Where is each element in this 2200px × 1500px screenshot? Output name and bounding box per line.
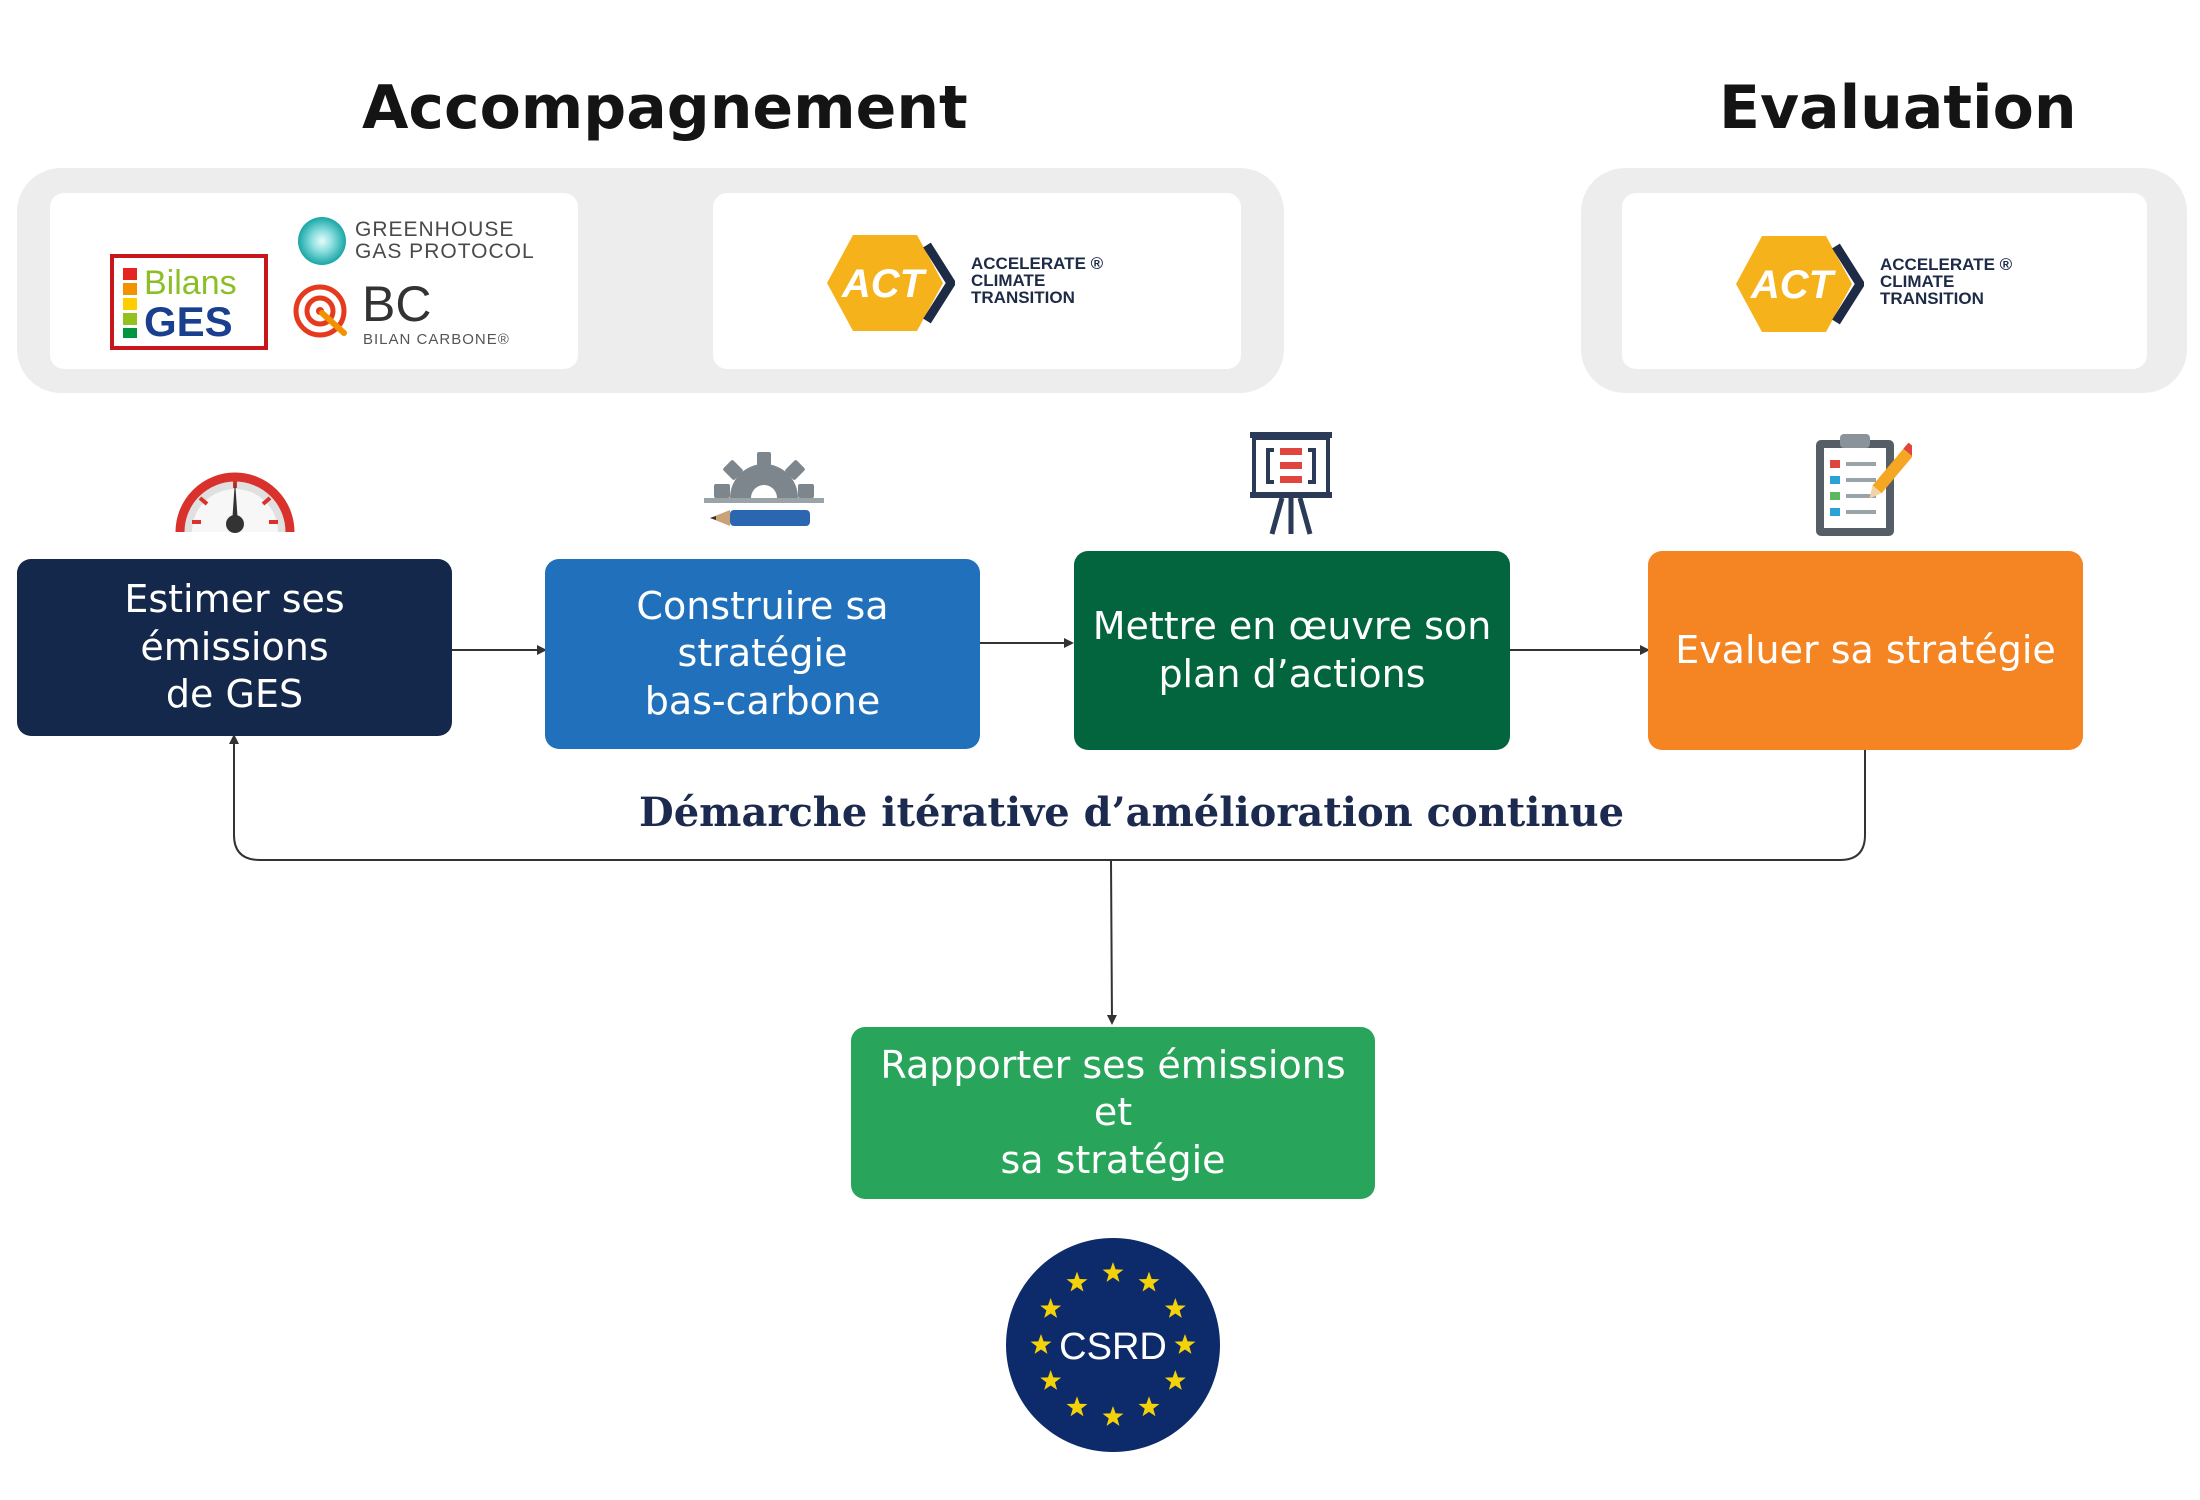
step-evaluer-line1: Evaluer sa stratégie <box>1675 627 2056 672</box>
heading-evaluation: Evaluation <box>1719 73 2077 143</box>
step-mettre: Mettre en œuvre son plan d’actions <box>1074 551 1510 750</box>
arrow-to-rapporter <box>1106 859 1117 1025</box>
step-rapporter-line2: sa stratégie <box>1000 1137 1226 1182</box>
eu-star-icon <box>1102 1262 1124 1282</box>
step-rapporter-line1: Rapporter ses émissions et <box>880 1042 1346 1135</box>
eu-star-icon <box>1040 1370 1062 1390</box>
bilan-carbone-sub: BILAN CARBONE® <box>363 331 510 348</box>
act-line1: ACCELERATE ® <box>1880 255 2013 274</box>
bilan-carbone-target-icon <box>293 284 347 338</box>
bilans-ges-line2: GES <box>144 298 233 345</box>
step-construire: Construire sa stratégie bas-carbone <box>545 559 980 749</box>
bilans-ges-line1: Bilans <box>144 264 237 302</box>
ghg-protocol-globe-icon <box>298 217 346 265</box>
eu-stars-icon <box>1030 1262 1196 1426</box>
eu-star-icon <box>1066 1271 1088 1292</box>
ghg-protocol-line1: GREENHOUSE <box>355 218 515 241</box>
step-estimer-line1: Estimer ses émissions <box>124 577 345 669</box>
step-estimer-line2: de GES <box>165 672 304 717</box>
methodology-logos-card: Bilans GES GREENHOUSE GAS PROTOCOL BC BI… <box>50 193 578 369</box>
bilans-ges-bars <box>123 268 137 340</box>
eu-star-icon <box>1164 1370 1186 1390</box>
act-hexagon-icon: ACT <box>1736 236 1864 332</box>
step-estimer: Estimer ses émissions de GES <box>17 559 452 736</box>
act-line3: TRANSITION <box>1880 289 1984 308</box>
act-logo-card-evaluation: ACT ACCELERATE ® CLIMATE TRANSITION <box>1622 193 2147 369</box>
bilans-ges-logo: Bilans GES <box>110 254 268 350</box>
eu-star-icon <box>1066 1396 1088 1417</box>
act-mark: ACT <box>1750 263 1837 307</box>
act-line1: ACCELERATE ® <box>971 254 1104 273</box>
act-mark: ACT <box>841 262 928 306</box>
eu-star-icon <box>1102 1406 1124 1426</box>
csrd-eu-circle <box>1006 1238 1220 1452</box>
act-line2: CLIMATE <box>971 271 1046 290</box>
act-hexagon-icon: ACT <box>827 235 955 331</box>
ghg-protocol-line2: GAS PROTOCOL <box>355 240 535 264</box>
iterative-loop-arrow <box>229 734 1866 861</box>
presentation-board-icon <box>1250 432 1332 535</box>
eu-star-icon <box>1040 1298 1062 1318</box>
bilan-carbone-mark: BC <box>362 276 432 332</box>
csrd-label: CSRD <box>1059 1326 1167 1368</box>
checklist-clipboard-icon <box>1816 434 1912 536</box>
act-text: ACCELERATE ® CLIMATE TRANSITION <box>971 255 1103 306</box>
step-mettre-line1: Mettre en œuvre son <box>1092 604 1492 648</box>
eu-star-icon <box>1164 1298 1186 1318</box>
step-construire-line2: bas-carbone <box>644 678 881 723</box>
speedometer-icon <box>175 472 295 533</box>
gear-pencil-icon <box>704 452 824 526</box>
eu-star-icon <box>1030 1334 1052 1354</box>
eu-star-icon <box>1138 1396 1160 1417</box>
eu-star-icon <box>1174 1334 1196 1354</box>
iterative-process-label: Démarche itérative d’amélioration contin… <box>639 789 1625 836</box>
step-mettre-line2: plan d’actions <box>1158 651 1426 696</box>
act-logo-card-accompagnement: ACT ACCELERATE ® CLIMATE TRANSITION <box>713 193 1241 369</box>
heading-accompagnement: Accompagnement <box>362 73 968 143</box>
act-line3: TRANSITION <box>971 288 1075 307</box>
eu-star-icon <box>1138 1271 1160 1292</box>
csrd-eu-badge: CSRD <box>1006 1238 1220 1452</box>
step-evaluer: Evaluer sa stratégie <box>1648 551 2083 750</box>
step-construire-line1: Construire sa stratégie <box>636 583 889 676</box>
act-line2: CLIMATE <box>1880 272 1955 291</box>
ghg-protocol-text: GREENHOUSE GAS PROTOCOL <box>355 218 535 264</box>
step-rapporter: Rapporter ses émissions et sa stratégie <box>851 1027 1375 1199</box>
act-text: ACCELERATE ® CLIMATE TRANSITION <box>1880 256 2012 307</box>
